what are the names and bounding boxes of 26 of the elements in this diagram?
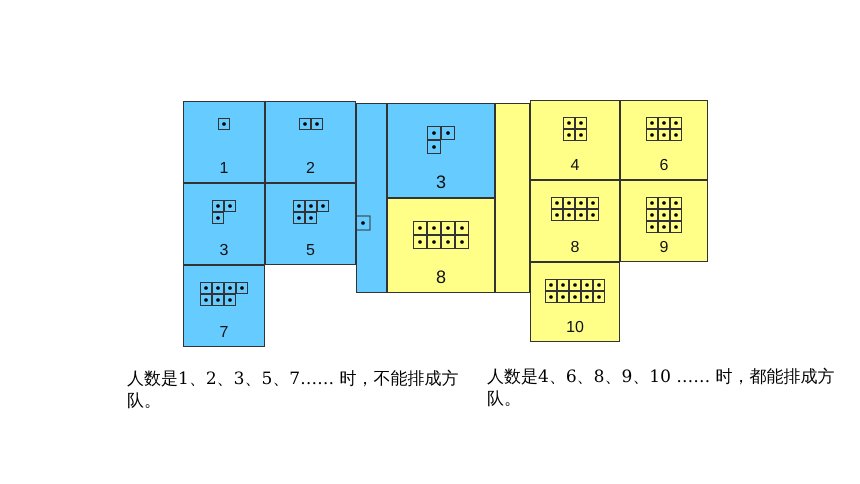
number-card <box>530 100 620 180</box>
number-card <box>387 103 495 198</box>
number-card <box>183 183 265 265</box>
caption-text: 人数是4、6、8、9、10 …… 时，都能排成方队。 <box>487 366 835 410</box>
number-card <box>265 183 356 265</box>
number-label: 10 <box>566 319 584 337</box>
number-card <box>183 265 265 347</box>
number-label: 8 <box>570 239 580 257</box>
number-label: 7 <box>220 324 228 342</box>
number-label: 3 <box>436 172 446 193</box>
number-label: 6 <box>660 157 668 175</box>
caption-text: 人数是1、2、3、5、7…… 时，不能排成方队。 <box>127 368 460 412</box>
number-card <box>620 180 708 262</box>
number-card <box>620 100 708 180</box>
number-card <box>530 180 620 262</box>
number-card <box>530 262 620 342</box>
number-label: 9 <box>660 239 668 257</box>
number-card <box>265 101 356 183</box>
number-card <box>183 101 265 183</box>
number-label: 5 <box>306 242 315 260</box>
number-label: 2 <box>306 160 315 178</box>
number-label: 8 <box>436 267 446 288</box>
number-label: 4 <box>570 157 580 175</box>
number-label: 3 <box>220 242 228 260</box>
number-label: 1 <box>220 160 228 178</box>
number-card <box>387 198 495 293</box>
